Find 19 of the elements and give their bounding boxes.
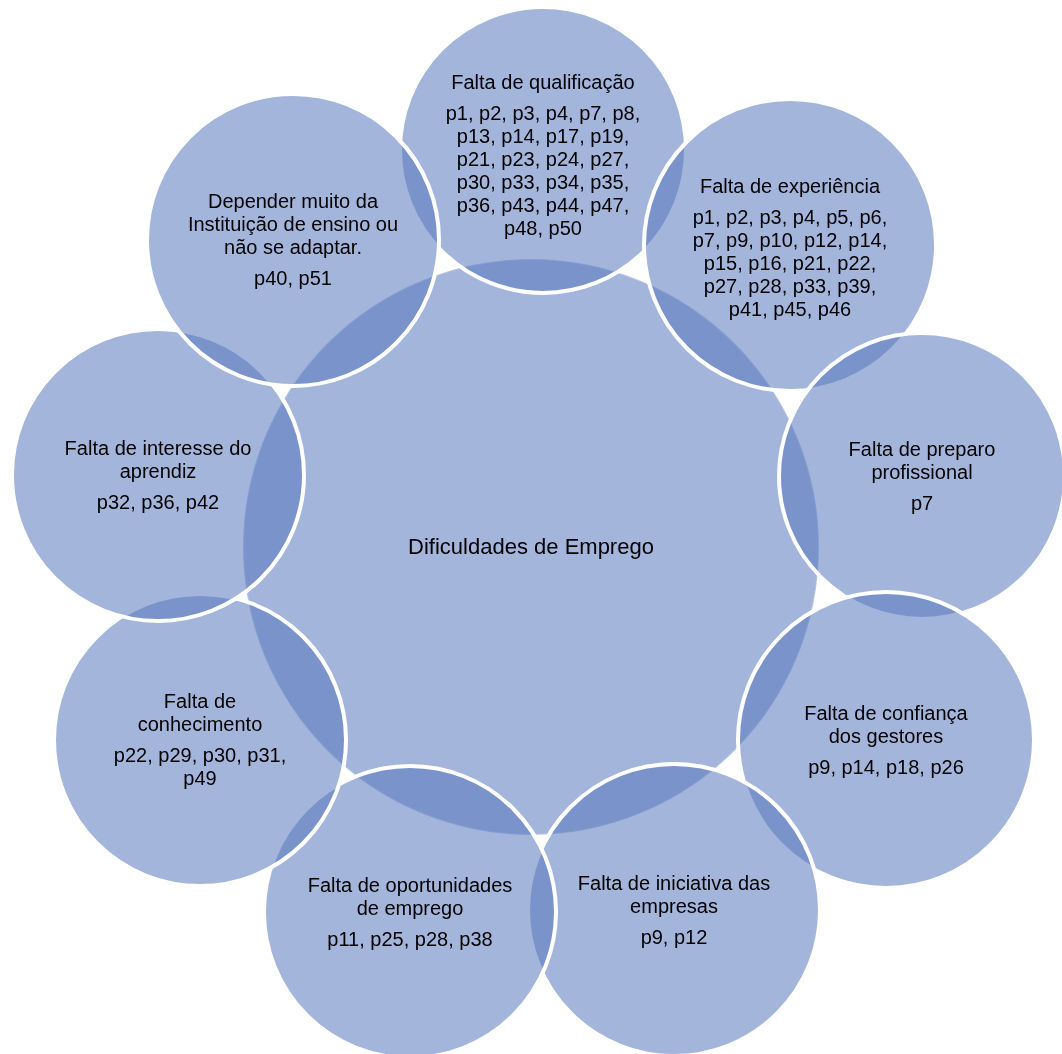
category-title: Falta de conhecimento [136, 690, 264, 736]
center-title: Dificuldades de Emprego [408, 534, 654, 560]
participant-list: p7 [910, 491, 934, 515]
participant-list: p1, p2, p3, p4, p5, p6, p7, p9, p10, p12, p14, p15, p16, p21, p22, p27, p28, p33, p39, p41, p45, p46 [682, 206, 898, 321]
category-title: Falta de preparo profissional [847, 437, 997, 484]
category-title: Falta de experiência [699, 175, 881, 198]
category-title: Falta de iniciativa das empresas [576, 871, 772, 918]
participant-list: p22, p29, p30, p31, p49 [100, 744, 300, 790]
participant-list: p9, p14, p18, p26 [808, 755, 964, 779]
participant-list: p1, p2, p3, p4, p7, p8, p13, p14, p17, p19, p21, p23, p24, p27, p30, p33, p34, p35, p36, p43, p44, p47, p48, p50 [435, 101, 651, 240]
category-title: Falta de confiança dos gestores [803, 701, 969, 748]
category-title: Falta de interesse do aprendiz [63, 436, 253, 483]
participant-list: p11, p25, p28, p38 [327, 927, 493, 951]
category-title: Falta de qualificação [451, 70, 635, 94]
participant-list: p9, p12 [640, 925, 708, 949]
participant-list: p40, p51 [254, 267, 332, 290]
category-title: Falta de oportunidades de emprego [306, 873, 514, 920]
category-title: Depender muito da Instituição de ensino ou não se adaptar. [186, 190, 400, 259]
participant-list: p32, p36, p42 [96, 490, 220, 514]
